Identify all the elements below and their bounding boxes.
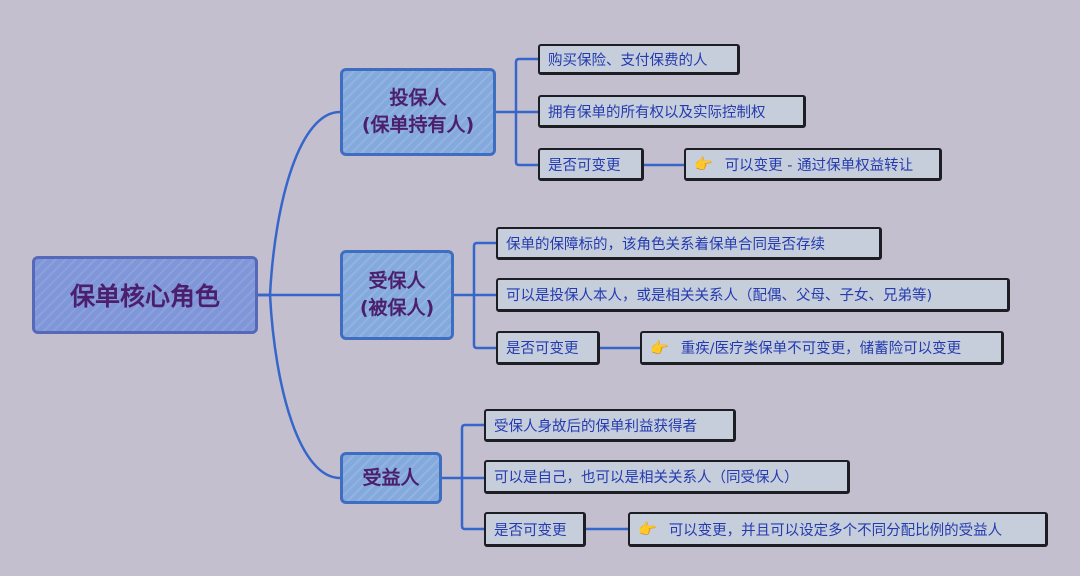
pointing-hand-icon: 👉 xyxy=(694,155,713,173)
root-node: 保单核心角色 xyxy=(32,256,258,334)
connector-b2-bracket xyxy=(472,241,498,350)
branch-subtitle: (保单持有人) xyxy=(361,114,475,136)
connector-b3-bracket xyxy=(460,423,486,531)
pointing-hand-icon: 👉 xyxy=(638,520,657,538)
leaf-item: 受保人身故后的保单利益获得者 xyxy=(484,409,736,442)
leaf-changeable: 是否可变更 xyxy=(484,512,586,547)
leaf-item: 购买保险、支付保费的人 xyxy=(538,44,740,75)
connector-root-b1 xyxy=(256,110,342,297)
branch-insured: 受保人 (被保人) xyxy=(340,250,454,340)
branch-policyholder: 投保人 (保单持有人) xyxy=(340,68,496,156)
branch-title: 受保人 xyxy=(368,270,426,292)
branch-title: 受益人 xyxy=(362,466,420,489)
leaf-change-note: 👉 可以变更 - 通过保单权益转让 xyxy=(684,148,942,181)
connector-root-b3 xyxy=(256,293,342,480)
connector-b1-bracket xyxy=(514,57,540,167)
branch-subtitle: (被保人) xyxy=(359,297,435,319)
branch-title: 投保人 xyxy=(389,87,447,109)
leaf-changeable: 是否可变更 xyxy=(538,148,644,181)
root-title: 保单核心角色 xyxy=(69,282,220,311)
leaf-item: 拥有保单的所有权以及实际控制权 xyxy=(538,95,806,128)
leaf-item: 可以是自己，也可以是相关关系人（同受保人） xyxy=(484,460,850,494)
leaf-changeable: 是否可变更 xyxy=(496,331,600,365)
pointing-hand-icon: 👉 xyxy=(650,338,669,357)
leaf-change-note: 👉 重疾/医疗类保单不可变更，储蓄险可以变更 xyxy=(640,331,1004,365)
leaf-item: 保单的保障标的，该角色关系着保单合同是否存续 xyxy=(496,227,882,260)
branch-beneficiary: 受益人 xyxy=(340,452,442,504)
leaf-change-note: 👉 可以变更，并且可以设定多个不同分配比例的受益人 xyxy=(628,512,1048,547)
leaf-item: 可以是投保人本人，或是相关关系人（配偶、父母、子女、兄弟等) xyxy=(496,278,1010,312)
